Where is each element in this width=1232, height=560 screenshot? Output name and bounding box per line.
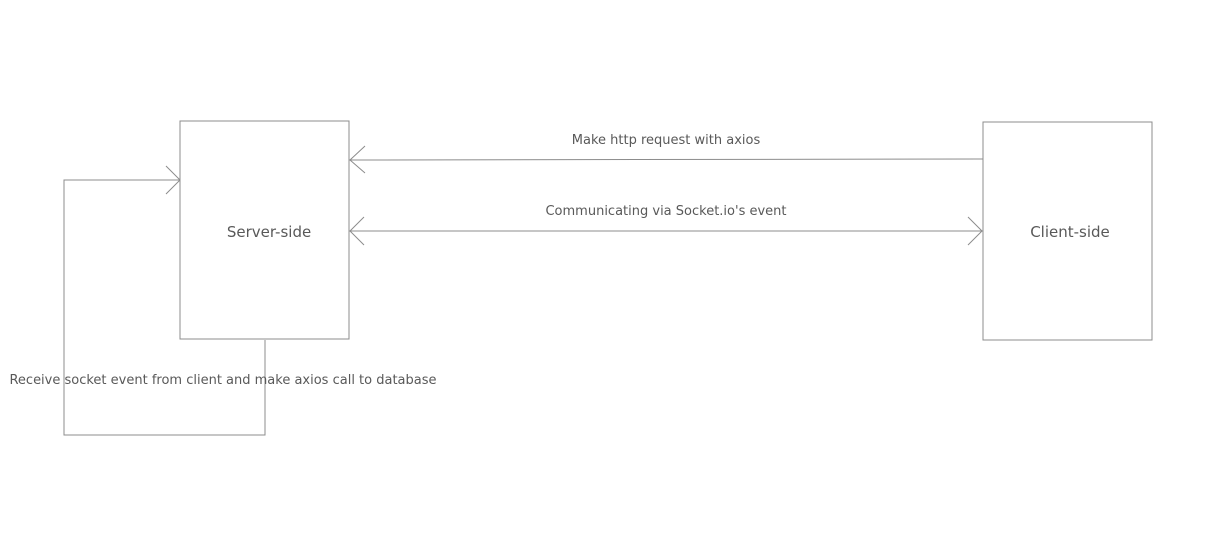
http-request-line	[348, 158, 984, 161]
server-side-label: Server-side	[227, 223, 311, 241]
http-request-label: Make http request with axios	[572, 133, 761, 148]
self-loop-path	[63, 179, 266, 436]
server-side-box	[179, 120, 350, 340]
client-side-box	[982, 121, 1153, 341]
socket-io-edge: Communicating via Socket.io's event	[349, 204, 983, 246]
http-request-edge: Make http request with axios	[348, 133, 984, 174]
socket-io-arrowhead-right	[967, 216, 983, 246]
server-side-node: Server-side	[179, 120, 350, 340]
socket-io-arrowhead-left	[349, 216, 365, 246]
socket-io-label: Communicating via Socket.io's event	[545, 204, 786, 219]
client-side-node: Client-side	[982, 121, 1153, 341]
self-loop-label: Receive socket event from client and mak…	[9, 373, 436, 388]
http-request-arrowhead	[349, 145, 366, 174]
client-side-label: Client-side	[1030, 223, 1110, 241]
